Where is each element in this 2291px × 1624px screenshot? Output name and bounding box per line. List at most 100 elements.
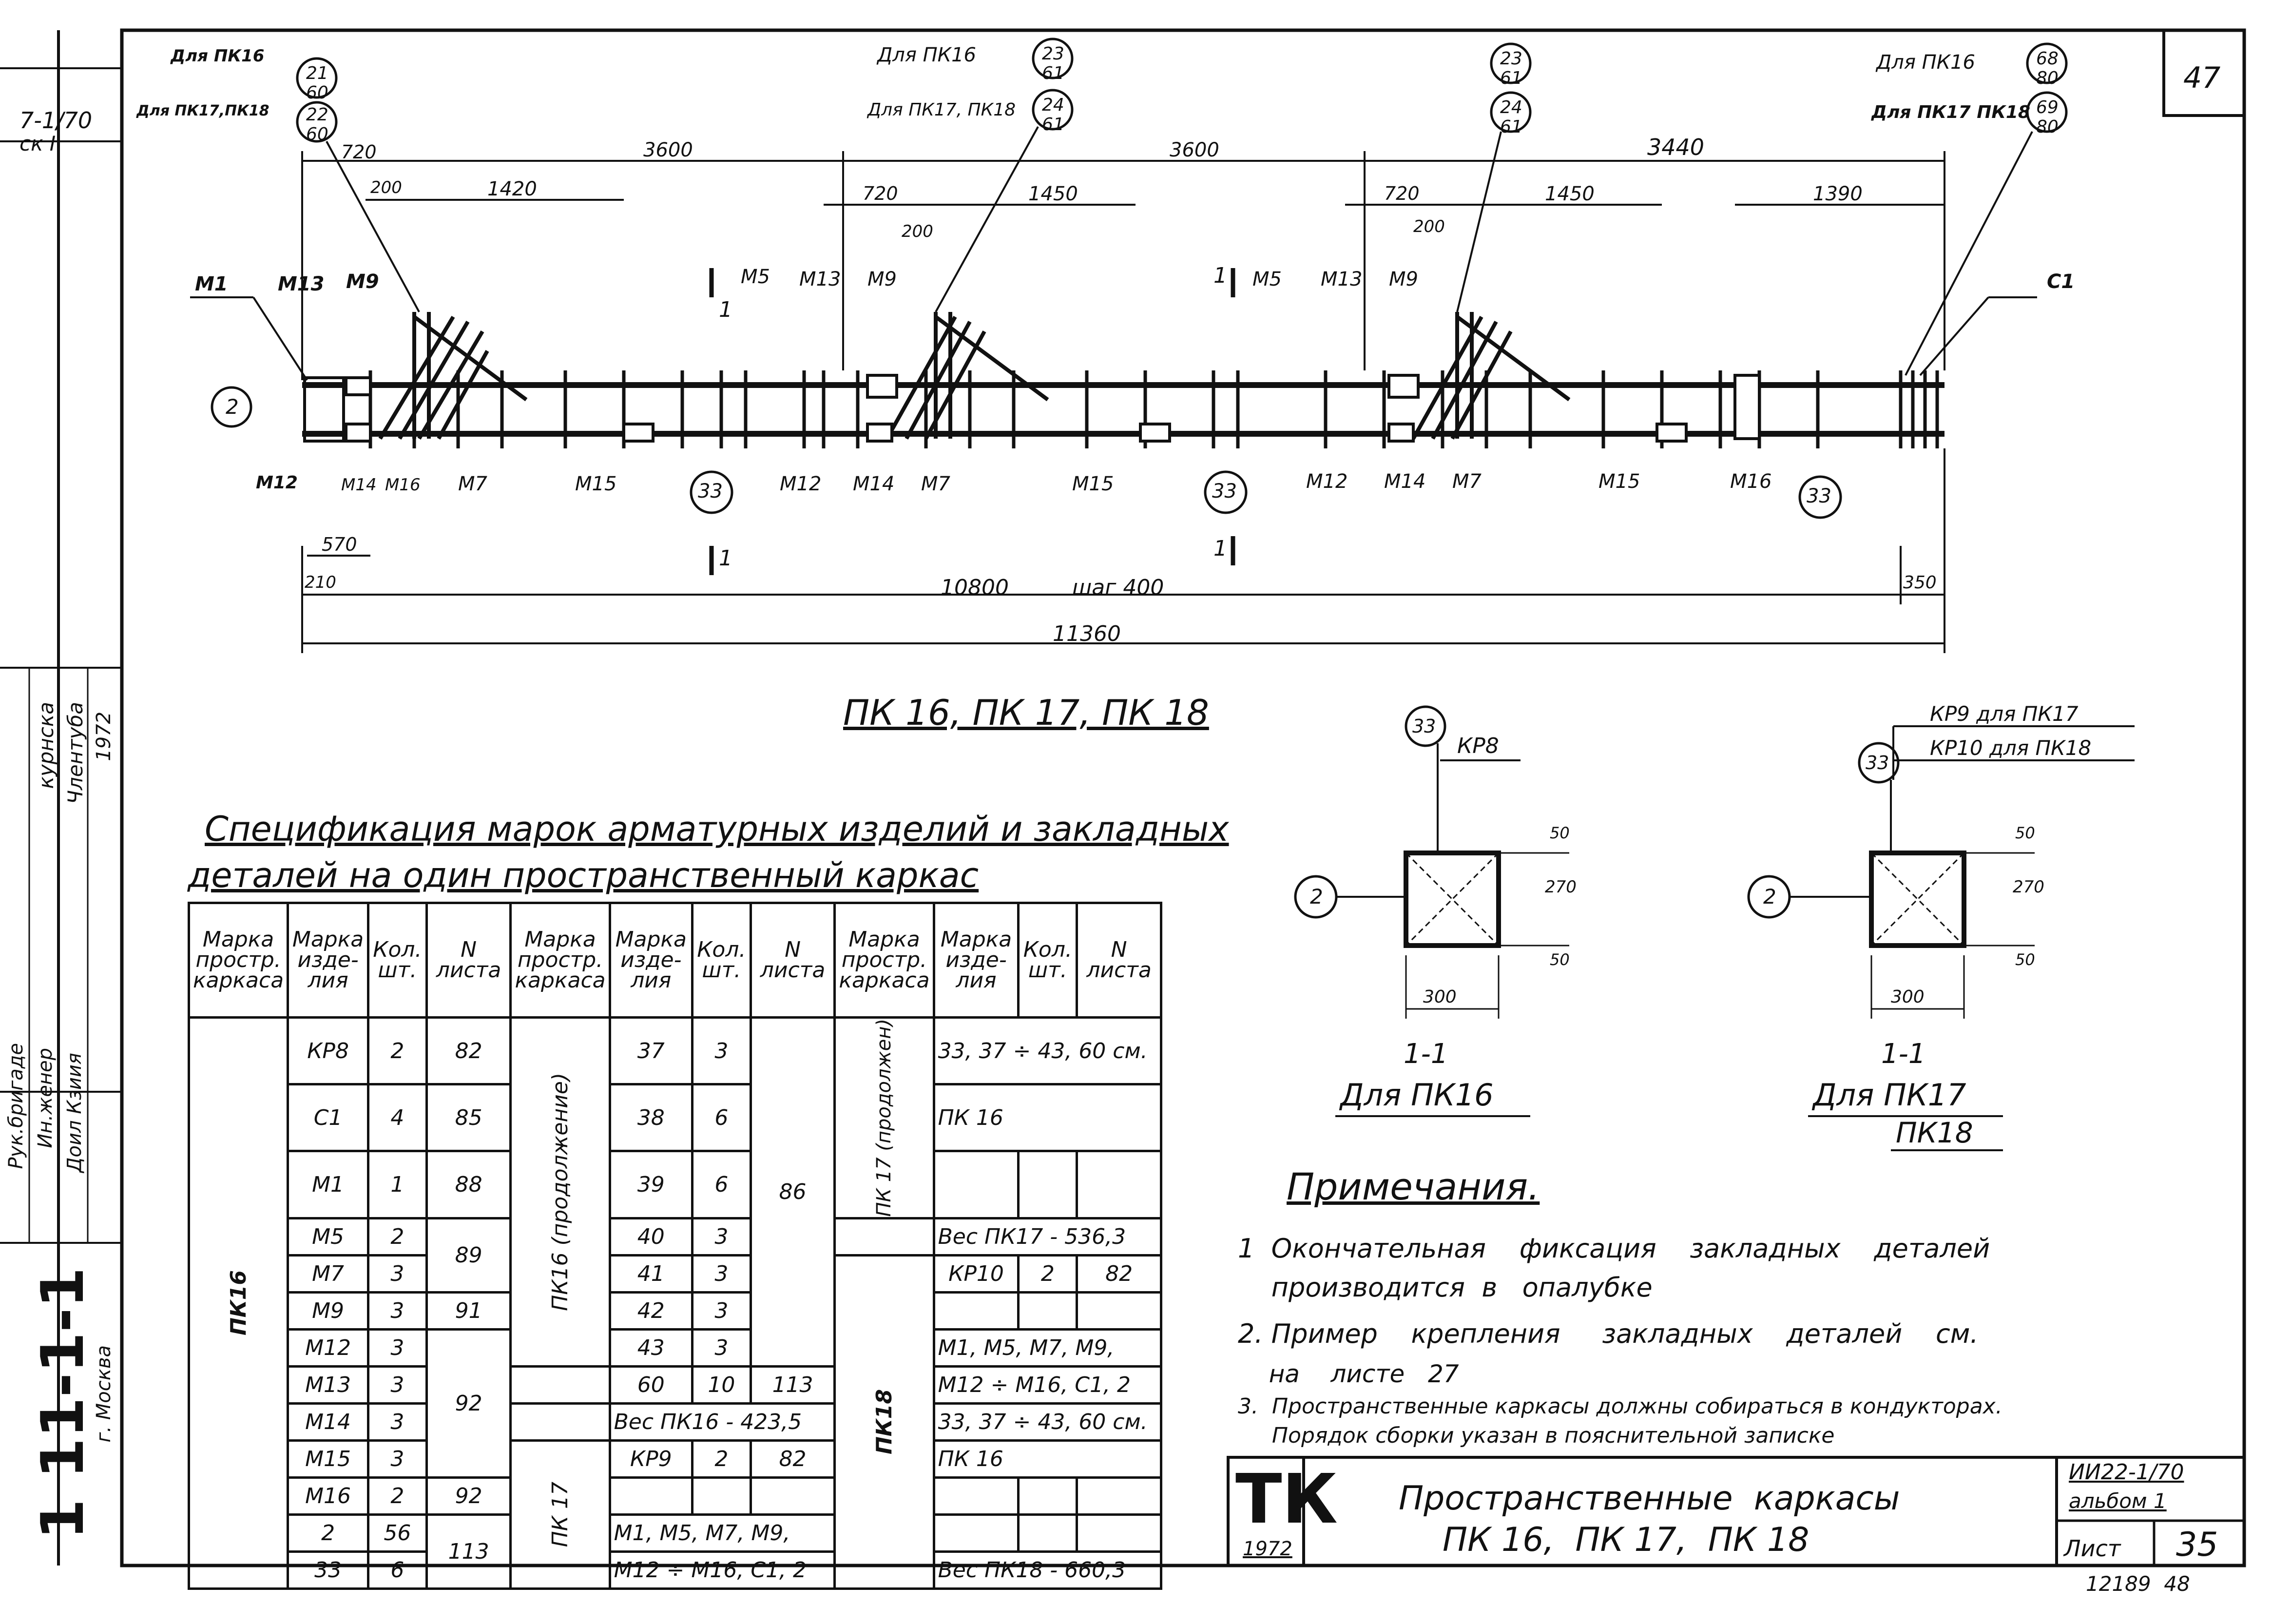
sheet-label: Лист (2064, 1535, 2121, 1562)
table-cell (1076, 1513, 1162, 1553)
table-cell (1017, 1150, 1078, 1219)
table-cell: 2 (287, 1513, 369, 1553)
hdr-qty-3: Кол. шт. (1017, 902, 1078, 1019)
stamp-logo: ТК (1235, 1460, 1338, 1539)
section-mark-3: 1 (1213, 263, 1227, 288)
s1-dim-50-top: 50 (1550, 824, 1570, 842)
table-cell (932, 1291, 1020, 1331)
table-cell: 1 (367, 1150, 428, 1219)
table-cell: 82 (1076, 1254, 1162, 1294)
table-cell: 113 (425, 1513, 512, 1590)
table-cell (691, 1476, 752, 1516)
s1-ref-2: 2 (1310, 885, 1323, 909)
table-cell (932, 1513, 1020, 1553)
group3-pk18: ПК18 (833, 1254, 935, 1590)
group3-weight18: Вес ПК18 - 660,3 (932, 1550, 1163, 1590)
s2-dim-50-top: 50 (2015, 824, 2035, 842)
note-line-5: 3. Пространственные каркасы должны собир… (1238, 1394, 2002, 1419)
table-cell: КР9 (608, 1439, 693, 1479)
dim-200-b: 200 (902, 222, 933, 241)
callout-den-1: 60 (306, 83, 328, 103)
table-cell (833, 1217, 935, 1257)
table-cell: 92 (425, 1328, 512, 1479)
table-cell: 89 (425, 1217, 512, 1294)
table-cell: 4 (367, 1083, 428, 1153)
table-cell: М7 (287, 1254, 369, 1294)
mark-m12-c: М12 (1306, 470, 1348, 493)
hdr-sheet-3: N листа (1076, 902, 1162, 1019)
table-cell: М16 (287, 1476, 369, 1516)
mark-m15-a: М15 (575, 473, 617, 495)
s1-ref-33: 33 (1412, 715, 1436, 737)
table-cell: 2 (367, 1217, 428, 1257)
callout-num-1: 21 (306, 63, 328, 83)
notes-title: Примечания. (1287, 1165, 1540, 1208)
table-cell: 3 (367, 1291, 428, 1331)
s2-ref-33: 33 (1866, 752, 1889, 773)
spec-title-1: Спецификация марок арматурных изделий и … (205, 809, 1229, 849)
bottom-code: 12189 48 (2086, 1572, 2190, 1596)
table-cell: 3 (367, 1328, 428, 1368)
ref-circle-2: 2 (226, 395, 239, 419)
stamp-year: 1972 (1243, 1538, 1292, 1560)
dim-3600-a: 3600 (643, 139, 693, 161)
hdr-cage-1: Марка простр. каркаса (187, 902, 289, 1019)
table-cell: 3 (691, 1217, 752, 1257)
section-mark-4: 1 (1213, 536, 1227, 561)
callout-den-4: 61 (1042, 115, 1064, 135)
mark-m16-a: М16 (385, 475, 421, 495)
table-cell (1076, 1150, 1162, 1219)
callout-den-8: 80 (2036, 117, 2059, 137)
title-line-1: Пространственные каркасы (1399, 1479, 1900, 1518)
table-cell: М12 (287, 1328, 369, 1368)
table-cell: 6 (367, 1550, 428, 1590)
callout-num-8: 69 (2036, 97, 2059, 117)
table-cell: 3 (691, 1328, 752, 1368)
callout-den-6: 61 (1500, 117, 1522, 137)
table-cell: 3 (691, 1291, 752, 1331)
table-cell: 37 (608, 1016, 693, 1086)
table-cell: С1 (287, 1083, 369, 1153)
album-label: альбом 1 (2069, 1489, 2167, 1513)
callout-prefix-1: Для ПК16 (171, 46, 265, 66)
callout-prefix-2: Для ПК17,ПК18 (136, 102, 270, 119)
group2-pk17: ПК 17 (509, 1439, 611, 1590)
table-cell (1017, 1513, 1078, 1553)
s1-dim-270: 270 (1545, 877, 1577, 897)
group2-pk17-text2: М12 ÷ М16, С1, 2 (608, 1550, 836, 1590)
drawing-main-title: ПК 16, ПК 17, ПК 18 (843, 692, 1209, 733)
s2-dim-50-bot: 50 (2015, 950, 2035, 969)
table-cell: 6 (691, 1083, 752, 1153)
mark-m16-b: М16 (1730, 470, 1772, 493)
table-cell: 3 (367, 1402, 428, 1442)
mark-m5-b: М5 (1252, 268, 1282, 290)
s2-dim-270: 270 (2013, 877, 2044, 897)
dim-210: 210 (305, 573, 336, 592)
side-label-city: г. Москва (93, 1345, 115, 1443)
s1-subtitle: Для ПК16 (1340, 1077, 1494, 1113)
elevation-drawing (190, 38, 2068, 653)
table-cell: М9 (287, 1291, 369, 1331)
ref-circle-33-b: 33 (1212, 480, 1237, 503)
note-line-3: 2. Пример крепления закладных деталей см… (1238, 1318, 1979, 1349)
mark-m12-b: М12 (780, 473, 822, 495)
table-cell: 2 (367, 1016, 428, 1086)
table-cell: М1 (287, 1150, 369, 1219)
dim-1420: 1420 (487, 178, 537, 200)
table-cell: 2 (691, 1439, 752, 1479)
side-label-code: 1 11-1-1 (29, 1267, 97, 1540)
table-cell: 3 (367, 1439, 428, 1479)
table-cell (749, 1476, 836, 1516)
mark-m9-a: М9 (346, 271, 379, 293)
table-cell: 6 (691, 1150, 752, 1219)
group3-text2: ПК 16 (932, 1083, 1163, 1153)
table-cell (932, 1476, 1020, 1516)
dim-1450-a: 1450 (1028, 183, 1078, 205)
dim-350: 350 (1903, 573, 1937, 593)
title-line-2: ПК 16, ПК 17, ПК 18 (1443, 1521, 1810, 1559)
series-code: ИИ22-1/70 (2069, 1460, 2184, 1485)
table-cell: 38 (608, 1083, 693, 1153)
callout-den-3: 61 (1042, 63, 1064, 83)
table-cell (1076, 1476, 1162, 1516)
hdr-sheet-2: N листа (749, 902, 836, 1019)
